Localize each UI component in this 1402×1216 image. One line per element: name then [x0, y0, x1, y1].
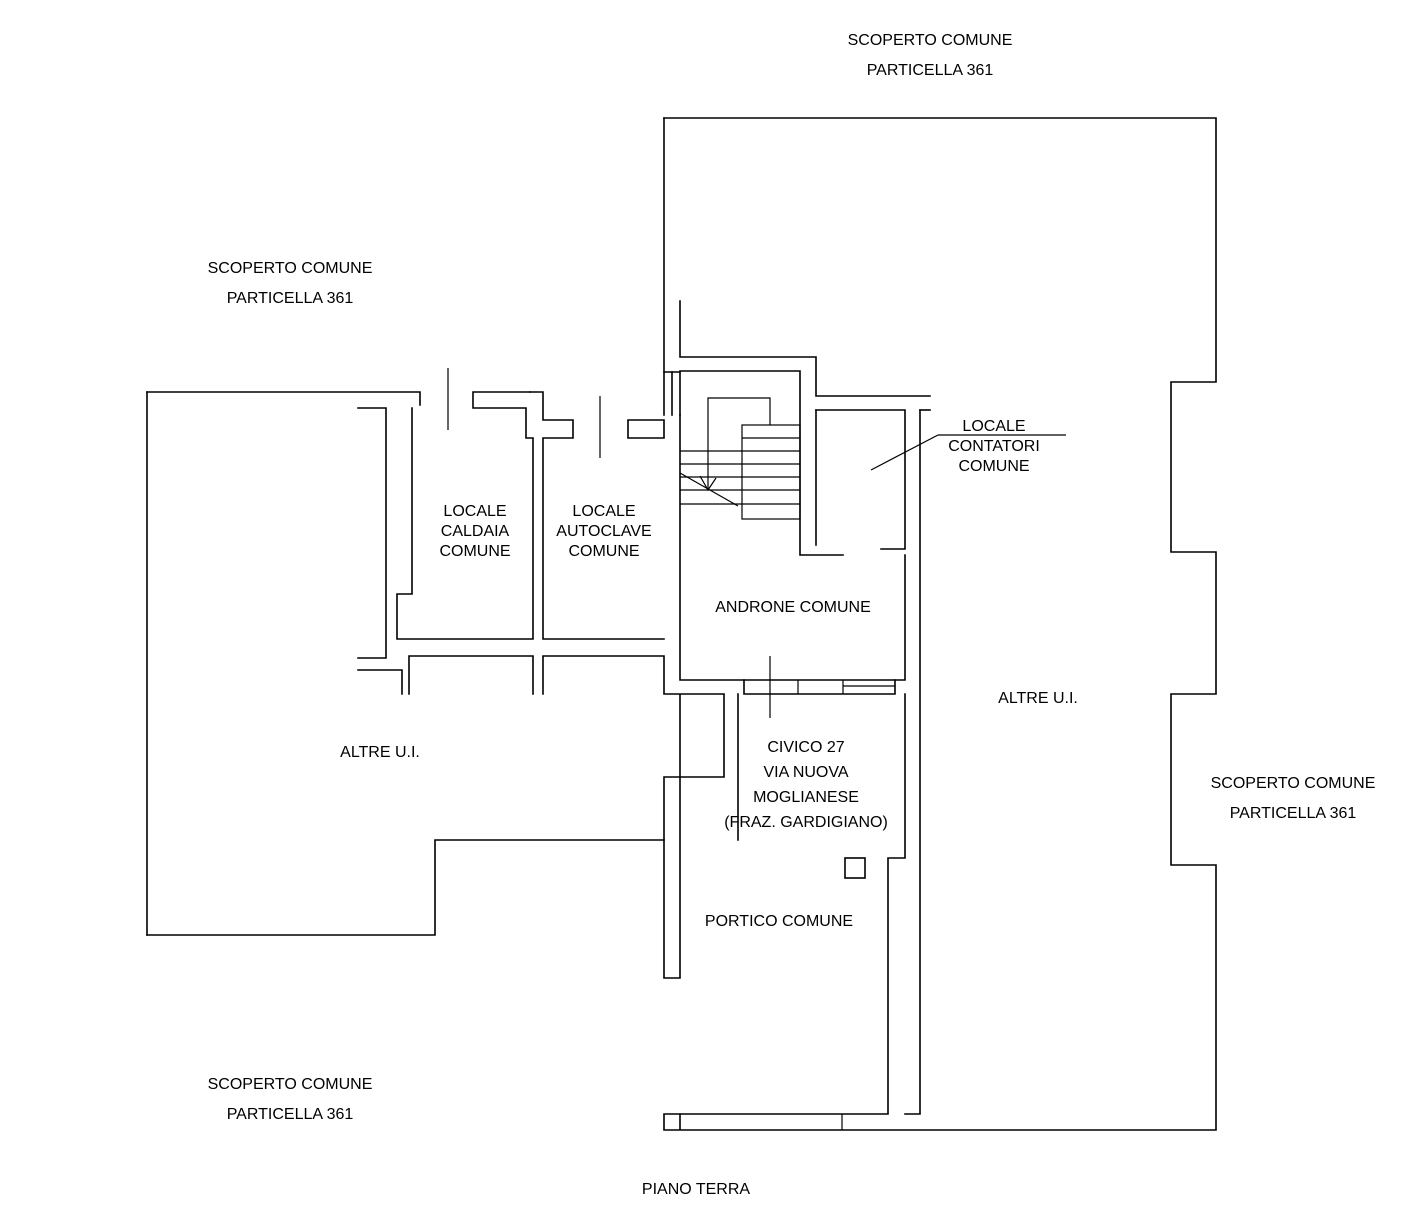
label-line: (FRAZ. GARDIGIANO) [724, 814, 888, 831]
label-androne-comune: ANDRONE COMUNE [715, 598, 871, 618]
label-line: MOGLIANESE [753, 789, 859, 806]
label-line: SCOPERTO COMUNE [1210, 775, 1376, 792]
label-line: ANDRONE COMUNE [715, 599, 871, 616]
label-line: PARTICELLA 361 [226, 1106, 354, 1123]
label-line: PORTICO COMUNE [704, 913, 854, 930]
label-line: COMUNE [439, 543, 511, 560]
label-piano-terra: PIANO TERRA [642, 1180, 750, 1200]
label-address: CIVICO 27 VIA NUOVA MOGLIANESE (FRAZ. GA… [724, 735, 888, 835]
label-altre-ui-right: ALTRE U.I. [998, 689, 1078, 709]
outer-building-walls [146, 117, 1217, 1131]
label-portico-comune: PORTICO COMUNE [705, 912, 853, 932]
label-scoperto-right: SCOPERTO COMUNE PARTICELLA 361 [1211, 774, 1376, 824]
label-line: CALDAIA [440, 523, 510, 540]
label-line: COMUNE [958, 458, 1030, 475]
label-line: PARTICELLA 361 [226, 290, 354, 307]
label-line: PIANO TERRA [641, 1181, 751, 1198]
label-line: LOCALE [962, 418, 1026, 435]
label-line: CIVICO 27 [767, 739, 845, 756]
label-line: LOCALE [572, 503, 636, 520]
label-line: COMUNE [568, 543, 640, 560]
label-locale-caldaia: LOCALE CALDAIA COMUNE [439, 502, 510, 562]
label-scoperto-lower-left: SCOPERTO COMUNE PARTICELLA 361 [208, 1075, 373, 1125]
label-line: ALTRE U.I. [998, 690, 1078, 707]
contatori-leader-line [870, 434, 1066, 471]
label-line: CONTATORI [948, 438, 1040, 455]
label-altre-ui-left: ALTRE U.I. [340, 743, 420, 763]
label-line: ALTRE U.I. [340, 744, 420, 761]
label-scoperto-upper-left: SCOPERTO COMUNE PARTICELLA 361 [208, 259, 373, 309]
label-line: VIA NUOVA [763, 764, 849, 781]
interior-walls [357, 300, 931, 1130]
label-line: SCOPERTO COMUNE [847, 32, 1013, 49]
label-line: AUTOCLAVE [556, 523, 652, 540]
label-line: SCOPERTO COMUNE [207, 1076, 373, 1093]
staircase [679, 397, 801, 520]
label-scoperto-top: SCOPERTO COMUNE PARTICELLA 361 [848, 31, 1013, 81]
label-line: PARTICELLA 361 [866, 62, 994, 79]
label-locale-contatori: LOCALE CONTATORI COMUNE [948, 417, 1040, 477]
label-line: PARTICELLA 361 [1229, 805, 1357, 822]
label-locale-autoclave: LOCALE AUTOCLAVE COMUNE [556, 502, 651, 562]
label-line: LOCALE [443, 503, 507, 520]
label-line: SCOPERTO COMUNE [207, 260, 373, 277]
